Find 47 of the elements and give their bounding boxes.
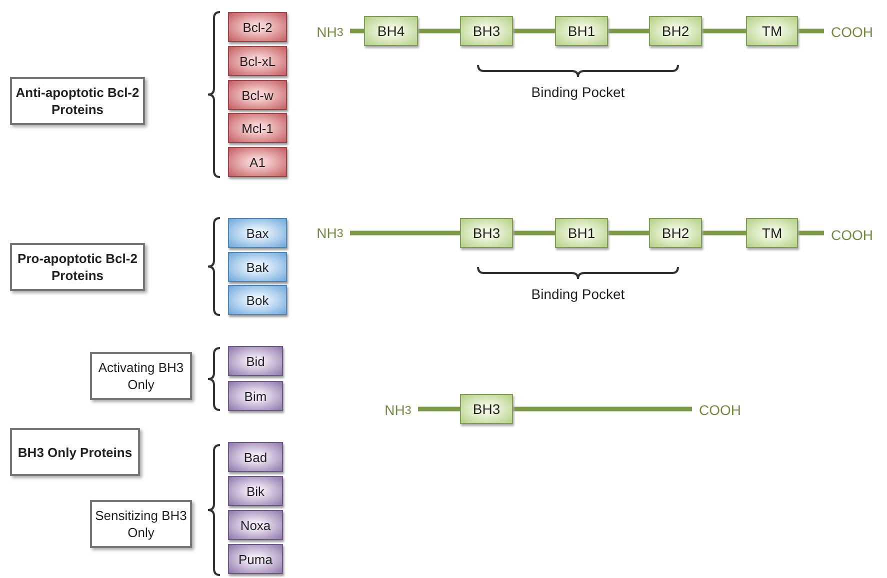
group-label: Anti-apoptotic Bcl-2 Proteins [10, 77, 145, 125]
protein-backbone-line [513, 406, 692, 412]
domain-box: BH1 [555, 218, 608, 248]
domain-box: BH2 [649, 16, 702, 46]
protein-box: Bad [228, 442, 283, 472]
domain-box: BH1 [555, 16, 608, 46]
protein-backbone-line [798, 28, 824, 34]
protein-box: Noxa [228, 510, 283, 540]
protein-backbone-line [418, 28, 460, 34]
terminus-label: COOH [824, 17, 880, 47]
protein-box: Bid [228, 346, 283, 376]
protein-box: Mcl-1 [228, 113, 287, 143]
protein-box: Bim [228, 381, 283, 411]
domain-box: BH3 [460, 394, 513, 424]
protein-backbone-line [350, 28, 364, 34]
group-label: Sensitizing BH3 Only [90, 500, 192, 548]
protein-backbone-line [513, 230, 555, 236]
protein-box: Puma [228, 544, 283, 574]
protein-backbone-line [608, 28, 649, 34]
protein-box: Bcl-xL [228, 46, 287, 76]
protein-backbone-line [418, 406, 460, 412]
protein-backbone-line [350, 230, 460, 236]
protein-box: Bax [228, 218, 287, 248]
protein-box: Bok [228, 285, 287, 315]
domain-box: BH4 [364, 16, 418, 46]
protein-backbone-line [702, 230, 746, 236]
protein-box: Bak [228, 252, 287, 282]
protein-box: Bcl-w [228, 80, 287, 110]
region-label: Binding Pocket [531, 286, 625, 302]
group-label: BH3 Only Proteins [10, 428, 140, 476]
protein-backbone-line [513, 28, 555, 34]
domain-box: TM [746, 16, 798, 46]
protein-backbone-line [608, 230, 649, 236]
protein-box: Bik [228, 476, 283, 506]
group-label: Pro-apoptotic Bcl-2 Proteins [10, 243, 145, 291]
protein-box: Bcl-2 [228, 12, 287, 42]
region-label: Binding Pocket [531, 84, 625, 100]
protein-backbone-line [798, 230, 824, 236]
domain-box: BH3 [460, 16, 513, 46]
protein-backbone-line [702, 28, 746, 34]
terminus-label: COOH [692, 395, 748, 425]
protein-box: A1 [228, 147, 287, 177]
terminus-label: COOH [824, 220, 880, 250]
domain-box: TM [746, 218, 798, 248]
domain-box: BH3 [460, 218, 513, 248]
group-label: Activating BH3 Only [90, 352, 192, 400]
domain-box: BH2 [649, 218, 702, 248]
